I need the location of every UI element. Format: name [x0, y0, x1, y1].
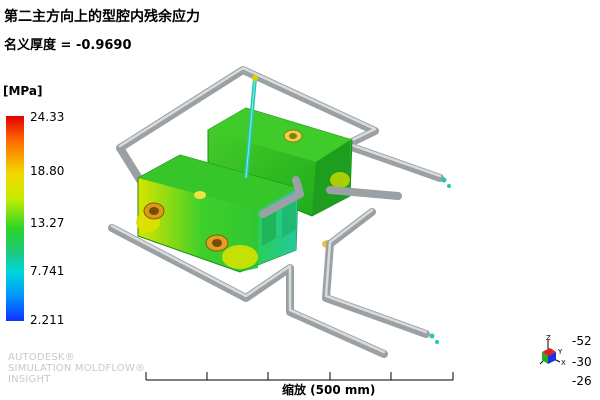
autodesk-watermark: AUTODESK® SIMULATION MOLDFLOW® INSIGHT: [8, 352, 146, 385]
triad-axis-z: Z: [546, 334, 551, 342]
scale-label: 缩放 (500 mm): [282, 383, 376, 397]
legend-tick-2: 18.80: [30, 164, 65, 178]
triad-axis-y: Y: [557, 348, 563, 356]
result-title: 第二主方向上的型腔内残余应力: [4, 9, 200, 25]
sprue: [244, 75, 258, 179]
color-legend-bar: [6, 116, 24, 321]
cooling-channel-back: [116, 66, 444, 184]
legend-tick-min: 2.211: [30, 313, 65, 327]
boss-center: [205, 234, 229, 252]
boss-top: [283, 129, 303, 143]
legend-tick-4: 7.741: [30, 264, 65, 278]
pipe-end-markers: [429, 177, 451, 344]
triad-value-1: -52: [572, 334, 592, 348]
nominal-thickness-label: 名义厚度 = -0.9690: [4, 38, 132, 53]
boss-left: [143, 202, 165, 220]
triad-value-3: -26: [572, 374, 592, 388]
legend-unit: [MPa]: [3, 84, 43, 98]
triad-axis-x: X: [561, 359, 566, 367]
legend-tick-3: 13.27: [30, 216, 65, 230]
triad-value-2: -30: [572, 355, 592, 369]
molded-part: [136, 75, 353, 273]
legend-tick-max: 24.33: [30, 110, 65, 124]
orientation-triad[interactable]: Z Y X: [534, 334, 574, 374]
